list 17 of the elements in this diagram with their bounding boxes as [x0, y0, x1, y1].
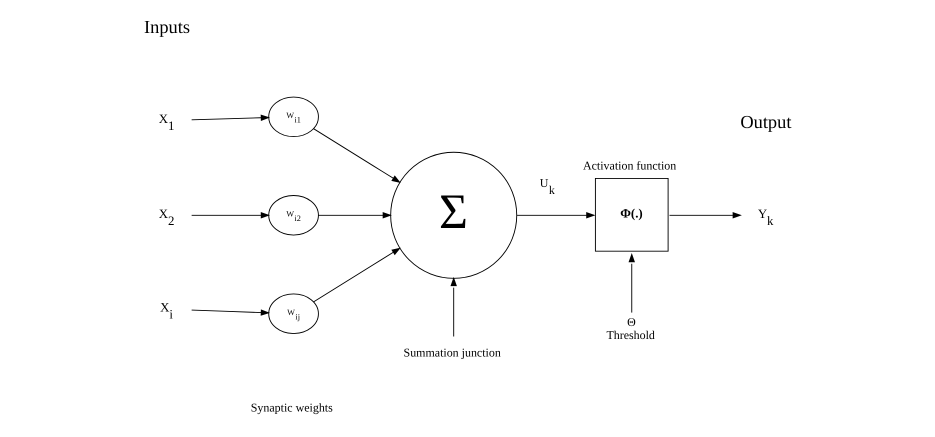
- arrow: [313, 128, 401, 183]
- arrow: [669, 212, 742, 218]
- node-box: Φ(.): [594, 178, 669, 252]
- arrow: [313, 248, 401, 302]
- label: Output: [740, 112, 792, 132]
- node-label: Activation function: [582, 158, 676, 173]
- arrow: [191, 114, 270, 121]
- arrow: [628, 253, 635, 314]
- arrow: [191, 309, 270, 316]
- arrow: [191, 212, 270, 218]
- node-text: Θ Threshold: [606, 315, 655, 342]
- label: Inputs: [144, 17, 190, 38]
- arrow: [516, 212, 596, 218]
- label: Synaptic weights: [250, 400, 333, 415]
- arrow: [318, 212, 392, 218]
- arrow: [450, 276, 457, 337]
- node-text: Summation junction: [404, 345, 501, 360]
